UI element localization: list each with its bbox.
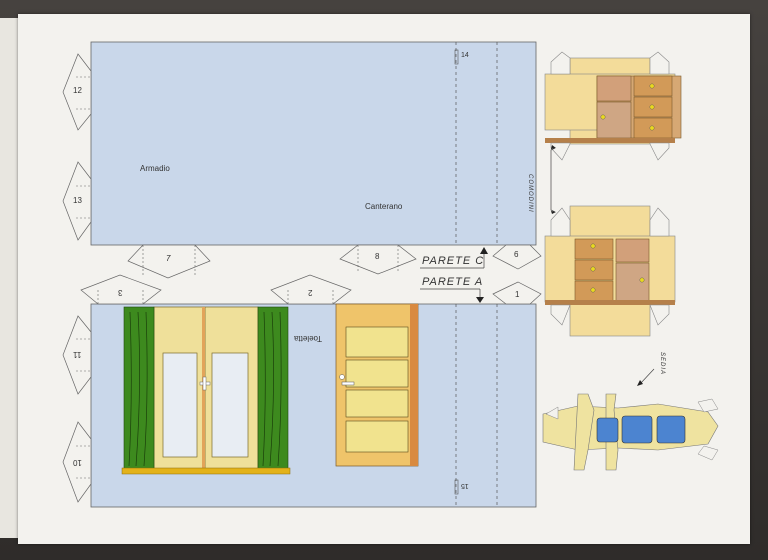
nightstand-1 bbox=[544, 51, 682, 161]
label-sedia: SEDIA bbox=[659, 352, 665, 376]
chair-cutout bbox=[542, 368, 719, 471]
label-canterano: Canterano bbox=[365, 202, 403, 211]
parete-a-marker: PARETE A bbox=[422, 276, 484, 288]
parete-markers bbox=[420, 247, 488, 303]
nightstand-2 bbox=[544, 205, 676, 337]
tab-number-12: 12 bbox=[73, 86, 82, 95]
tab-number-9: 9 bbox=[514, 249, 519, 258]
tab-number-3: 3 bbox=[118, 288, 123, 297]
tab-number-1: 1 bbox=[515, 290, 520, 299]
tab-number-10: 10 bbox=[73, 458, 82, 467]
fold-number-14: 14 bbox=[461, 52, 469, 59]
parete-c-marker: PARETE C bbox=[422, 255, 485, 267]
label-toeletta: Toeletta bbox=[294, 334, 323, 343]
label-armadio: Armadio bbox=[140, 164, 170, 173]
cutout-sheet: Armadio Canterano 12 13 7 8 9 14 PARETE … bbox=[18, 14, 750, 544]
door bbox=[335, 303, 419, 467]
window-with-curtains bbox=[121, 306, 291, 475]
tab-number-2: 2 bbox=[308, 288, 313, 297]
tab-number-8: 8 bbox=[375, 252, 380, 261]
fold-number-15: 15 bbox=[461, 482, 469, 489]
tab-number-13: 13 bbox=[73, 196, 82, 205]
label-comodini: COMODINI bbox=[527, 174, 533, 213]
sheet-drawing bbox=[62, 41, 719, 508]
wall-c-panel bbox=[62, 41, 542, 279]
tab-number-11: 11 bbox=[73, 350, 82, 359]
comodini-bracket bbox=[550, 145, 556, 214]
left-page-edge bbox=[0, 18, 19, 538]
tab-number-7: 7 bbox=[166, 254, 171, 263]
